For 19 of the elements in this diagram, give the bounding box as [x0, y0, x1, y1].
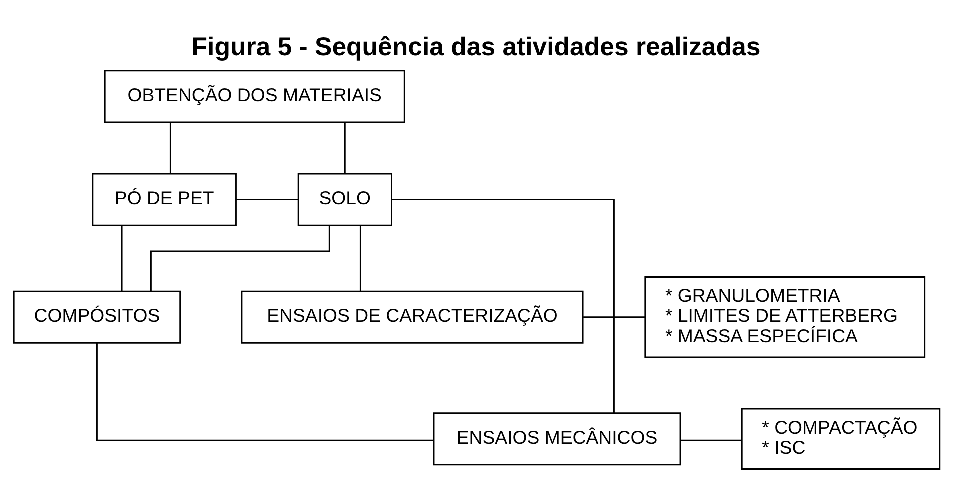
- node-box: OBTENÇÃO DOS MATERIAIS: [104, 70, 406, 124]
- connector: [96, 344, 434, 442]
- connector: [680, 440, 742, 442]
- connector: [121, 226, 123, 292]
- node-box: ENSAIOS DE CARACTERIZAÇÃO: [241, 290, 584, 344]
- connector: [236, 199, 298, 201]
- diagram-title: Figura 5 - Sequência das atividades realizadas: [192, 34, 761, 62]
- connector: [392, 199, 615, 414]
- connector: [584, 316, 646, 318]
- node-box: COMPÓSITOS: [13, 290, 182, 344]
- node-box: SOLO: [298, 173, 392, 226]
- node-box: PÓ DE PET: [92, 173, 237, 226]
- connector: [344, 122, 346, 174]
- node-box: ENSAIOS MECÂNICOS: [433, 412, 682, 466]
- connector: [170, 122, 172, 174]
- node-box: * COMPACTAÇÃO * ISC: [741, 408, 941, 470]
- connector: [360, 226, 362, 292]
- connector: [150, 226, 330, 292]
- node-box: * GRANULOMETRIA * LIMITES DE ATTERBERG * MASSA ESPECÍFICA: [644, 276, 926, 358]
